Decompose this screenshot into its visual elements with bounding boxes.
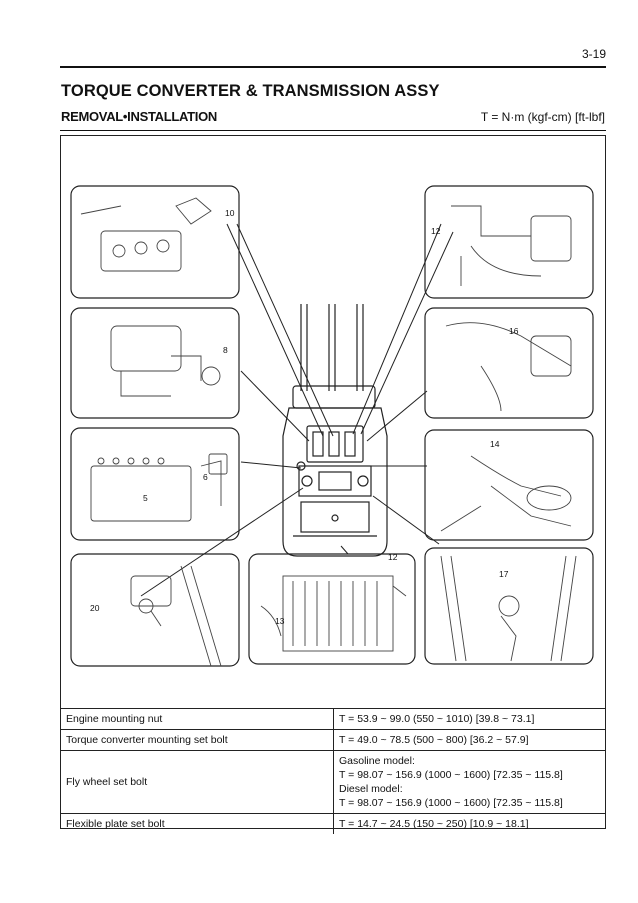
callout-8: 8 (223, 345, 228, 355)
table-row: Flexible plate set bolt T = 14.7 ~ 24.5 … (61, 813, 605, 834)
forklift-outline (282, 304, 388, 557)
table-row: Fly wheel set bolt Gasoline model: T = 9… (61, 750, 605, 814)
section-subtitle: REMOVAL•INSTALLATION (61, 109, 217, 124)
top-rule (60, 66, 606, 68)
spec-value-line: T = 98.07 ~ 156.9 (1000 ~ 1600) [72.35 ~… (339, 769, 563, 781)
page-number: 3-19 (581, 47, 606, 61)
spec-value-line: Diesel model: (339, 783, 403, 795)
spec-name: Fly wheel set bolt (61, 750, 334, 814)
spec-name: Torque converter mounting set bolt (61, 729, 334, 751)
table-row: Torque converter mounting set bolt T = 4… (61, 729, 605, 751)
callout-12-bottom: 12 (388, 552, 398, 562)
spec-value-line: T = 98.07 ~ 156.9 (1000 ~ 1600) [72.35 ~… (339, 797, 563, 809)
spec-value-line: Gasoline model: (339, 755, 415, 767)
callout-16: 16 (509, 326, 519, 336)
callout-13: 13 (275, 616, 285, 626)
torque-spec-table: Engine mounting nut T = 53.9 ~ 99.0 (550… (61, 708, 605, 834)
table-row: Engine mounting nut T = 53.9 ~ 99.0 (550… (61, 708, 605, 730)
spec-value: Gasoline model: T = 98.07 ~ 156.9 (1000 … (333, 750, 605, 814)
callout-10: 10 (225, 208, 235, 218)
content-frame: 10 12 8 16 6 5 14 12 17 20 13 Engine mou… (60, 135, 606, 834)
callout-20: 20 (90, 603, 100, 613)
spec-value: T = 49.0 ~ 78.5 (500 ~ 800) [36.2 ~ 57.9… (333, 729, 605, 751)
detail-panels (70, 185, 594, 667)
spec-value: T = 14.7 ~ 24.5 (150 ~ 250) [10.9 ~ 18.1… (333, 813, 605, 834)
section-title: TORQUE CONVERTER & TRANSMISSION ASSY (61, 82, 440, 100)
spec-name: Flexible plate set bolt (61, 813, 334, 834)
torque-units: T = N·m (kgf-cm) [ft-lbf] (480, 110, 605, 124)
leader-lines (140, 223, 454, 597)
callout-14: 14 (490, 439, 500, 449)
spec-value: T = 53.9 ~ 99.0 (550 ~ 1010) [39.8 ~ 73.… (333, 708, 605, 730)
spec-name: Engine mounting nut (61, 708, 334, 730)
subtitle-rule (60, 130, 606, 131)
callout-17: 17 (499, 569, 509, 579)
callout-5: 5 (143, 493, 148, 503)
callout-6: 6 (203, 472, 208, 482)
callout-12-top: 12 (431, 226, 441, 236)
exploded-illustration: 10 12 8 16 6 5 14 12 17 20 13 (70, 185, 594, 667)
